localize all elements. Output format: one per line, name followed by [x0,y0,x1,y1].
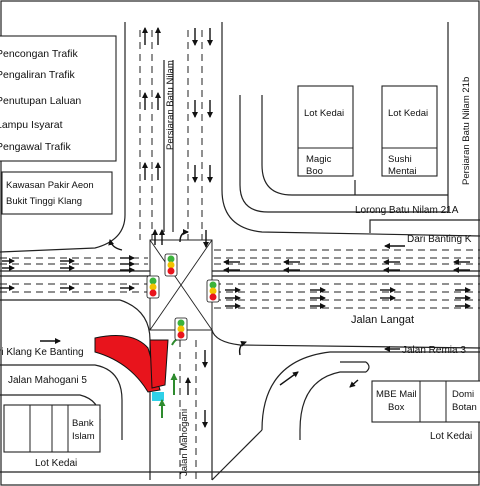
legend: Pencongan Trafik Pengaliran Trafik Penut… [0,35,117,162]
road-outlines [0,22,480,481]
road-closure-area [94,335,169,393]
shop-label-lot-kedai-2: Lot Kedai [388,108,428,119]
legend-item-1: Pencongan Trafik [0,48,78,60]
shop-label-mbe-1: MBE Mail [376,389,417,400]
aeon-parking-area: Kawasan Pakir Aeon Bukit Tinggi Klang [1,171,113,215]
road-label-persiaran-batu-nilam: Persiaran Batu Nilam [165,60,176,150]
traffic-signal-east [206,279,220,303]
road-label-jalan-mahogani: Jalan Mahogani [179,409,190,476]
road-label-dari-banting: Dari Banting K [407,234,472,245]
traffic-signal-south [174,317,188,341]
legend-item-5: Pengawal Trafik [0,141,71,153]
shop-label-sushi-2: Mentai [388,166,417,177]
shop-label-magic-1: Magic [306,154,332,165]
shop-label-sushi-1: Sushi [388,154,412,165]
road-label-jalan-langat: Jalan Langat [351,314,414,326]
shop-block-north-1: Lot Kedai Magic Boo [297,85,354,177]
traffic-signal-north [164,253,178,277]
road-label-lorong-batu-nilam-21a: Lorong Batu Nilam 21A [355,205,459,216]
shop-block-south-east: MBE Mail Box Domi Botan [371,380,480,423]
shop-label-bank-2: Islam [72,431,95,442]
lane-markings [0,30,480,480]
traffic-signal-west [146,275,160,299]
shop-label-magic-2: Boo [306,166,323,177]
shop-label-bank-1: Bank [72,418,94,429]
traffic-officer-marker [152,392,164,401]
aeon-parking-label-2: Bukit Tinggi Klang [6,196,82,207]
shop-label-lot-kedai-3: Lot Kedai [35,458,77,469]
legend-item-2: Pengaliran Trafik [0,69,76,81]
shop-block-north-2: Lot Kedai Sushi Mentai [381,85,438,177]
shop-block-south-west: Bank Islam [3,404,101,453]
shop-label-domi-1: Domi [452,389,474,400]
legend-item-3: Penutupan Laluan [0,95,81,107]
shop-label-lot-kedai-1: Lot Kedai [304,108,344,119]
legend-item-4: Lampu Isyarat [0,119,63,131]
road-label-jalan-mahogani-5: Jalan Mahogani 5 [8,375,87,386]
shop-label-mbe-2: Box [388,402,405,413]
shop-label-domi-2: Botan [452,402,477,413]
road-label-dari-klang: ri Klang Ke Banting [0,347,84,358]
shop-label-lot-kedai-4: Lot Kedai [430,431,472,442]
aeon-parking-label-1: Kawasan Pakir Aeon [6,180,94,191]
traffic-arrows [0,27,471,428]
road-label-persiaran-batu-nilam-21b: Persiaran Batu Nilam 21b [461,77,472,185]
road-label-jalan-remia-3: Jalan Remia 3 [402,345,466,356]
